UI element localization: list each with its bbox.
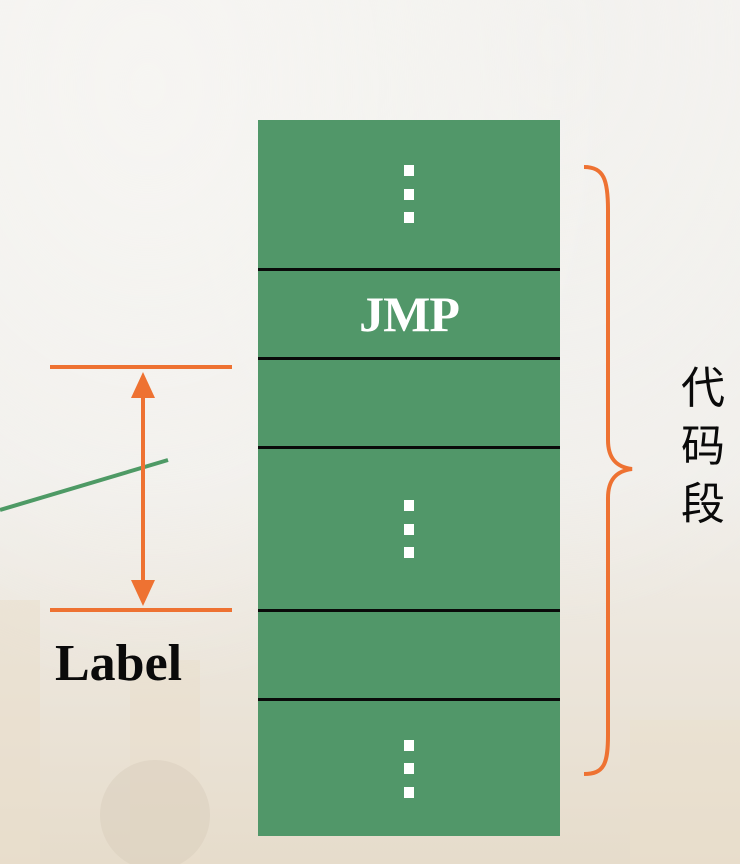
cell-divider — [258, 609, 560, 612]
cell-divider — [258, 357, 560, 360]
code-segment-memory-block: JMP — [258, 120, 560, 836]
cell-divider — [258, 446, 560, 449]
vertical-ellipsis-icon — [404, 165, 414, 223]
jmp-instruction-text: JMP — [359, 286, 460, 342]
memory-cell-jmp: JMP — [258, 271, 560, 357]
cell-divider — [258, 268, 560, 271]
background-tree — [100, 760, 210, 864]
vertical-ellipsis-icon — [404, 739, 414, 798]
cell-divider — [258, 698, 560, 701]
segment-brace-icon — [583, 165, 633, 776]
pointer-line — [0, 458, 169, 512]
memory-cell-top — [258, 120, 560, 268]
memory-cell-middle — [258, 449, 560, 609]
vertical-ellipsis-icon — [404, 500, 414, 558]
offset-label: Label — [55, 635, 183, 692]
background-building — [630, 720, 740, 864]
offset-double-arrow-icon — [131, 372, 155, 606]
code-segment-label: 代码段 — [681, 363, 725, 530]
background-building — [130, 660, 200, 864]
memory-cell-bottom — [258, 701, 560, 836]
background-building — [0, 600, 40, 864]
